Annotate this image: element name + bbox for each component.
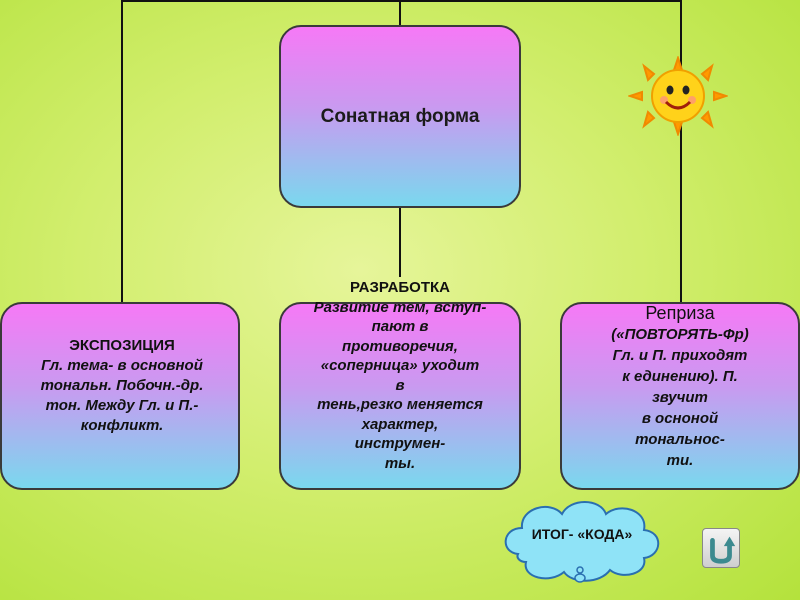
development-line: противоречия, [283,337,517,357]
development-line: в [283,376,517,396]
return-icon [703,529,739,567]
connector-top-bar [121,0,682,2]
sun-icon [628,56,728,136]
reprise-line: тональнос- [566,429,794,450]
connector-root-bottom [399,207,401,277]
connector-left-vertical [121,0,123,303]
development-line: тень,резко меняется [283,395,517,415]
reprise-title: Реприза [566,302,794,324]
exposition-line: тон. Между Гл. и П.- [8,396,236,416]
reprise-line: в осноной [566,408,794,429]
connector-root-top [399,0,401,26]
development-line: ты. [283,454,517,474]
connector-right-vertical [680,0,682,303]
development-line: характер, [283,415,517,435]
return-button[interactable] [702,528,740,568]
coda-label: ИТОГ- «КОДА» [500,526,664,542]
development-line: Развитие тем, вступ- [283,298,517,318]
exposition-line: тональн. Побочн.-др. [8,376,236,396]
reprise-line: («ПОВТОРЯТЬ-Фр) [566,324,794,345]
root-node-sonata-form: Сонатная форма [279,25,521,208]
reprise-line: Гл. и П. приходят [566,345,794,366]
reprise-line: к единению). П. [566,366,794,387]
exposition-line: конфликт. [8,416,236,436]
development-title: РАЗРАБОТКА [283,278,517,298]
development-line: инструмен- [283,434,517,454]
exposition-title: ЭКСПОЗИЦИЯ [8,336,236,356]
development-line: «соперница» уходит [283,356,517,376]
reprise-line: звучит [566,387,794,408]
development-line: пают в [283,317,517,337]
reprise-text: Реприза («ПОВТОРЯТЬ-Фр) Гл. и П. приходя… [566,302,794,471]
reprise-line: ти. [566,450,794,471]
development-text: РАЗРАБОТКА Развитие тем, вступ- пают в п… [283,278,517,473]
exposition-text: ЭКСПОЗИЦИЯ Гл. тема- в основной тональн.… [8,336,236,436]
root-node-label: Сонатная форма [321,106,480,128]
exposition-line: Гл. тема- в основной [8,356,236,376]
